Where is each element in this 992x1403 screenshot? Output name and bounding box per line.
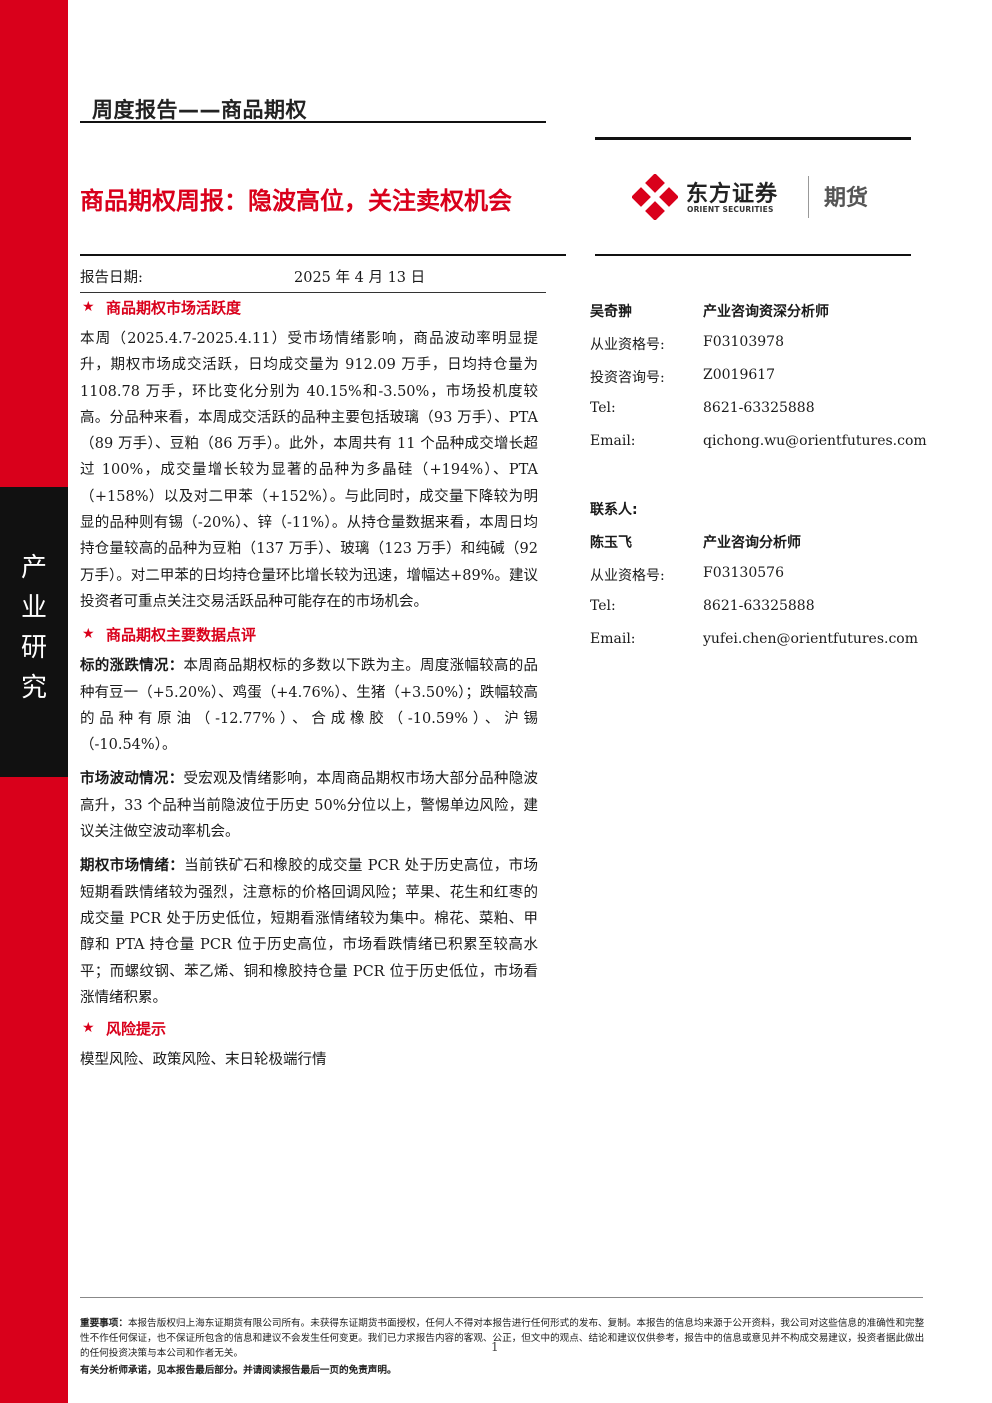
- disclaimer-label: 重要事项：: [80, 1318, 128, 1329]
- data-item-label: 标的涨跌情况：: [80, 658, 184, 675]
- data-item-text: 本周商品期权标的多数以下跌为主。周度涨幅较高的品种有豆一（+5.20%）、鸡蛋（…: [80, 658, 538, 754]
- report-date-label: 报告日期:: [80, 270, 143, 286]
- page-number: 1: [491, 1340, 499, 1354]
- section-heading-text: 商品期权市场活跃度: [106, 298, 242, 317]
- section-heading: ★ 商品期权主要数据点评: [80, 621, 538, 647]
- data-item-underlying: 标的涨跌情况：本周商品期权标的多数以下跌为主。周度涨幅较高的品种有豆一（+5.2…: [80, 653, 538, 758]
- footer-rule: [80, 1297, 923, 1298]
- sidebar-char: 研: [20, 633, 47, 663]
- info-label: 从业资格号:: [590, 568, 665, 584]
- report-date-value: 2025 年 4 月 13 日: [294, 270, 426, 286]
- info-label: Tel:: [590, 400, 616, 416]
- title-rule-left: [80, 254, 566, 256]
- info-label: 从业资格号:: [590, 337, 665, 353]
- sidebar-char: 业: [20, 593, 47, 623]
- analyst-note: 有关分析师承诺，见本报告最后部分。并请阅读报告最后一页的免责声明。: [80, 1365, 397, 1376]
- section-heading: ★ 商品期权市场活跃度: [80, 294, 538, 320]
- risk-paragraph: 模型风险、政策风险、末日轮极端行情: [80, 1052, 327, 1069]
- sidebar-black-block: [0, 487, 68, 777]
- company-logo: 东方证券 ORIENT SECURITIES 期货: [632, 172, 882, 222]
- info-label: 投资咨询号:: [590, 370, 665, 386]
- sidebar-char: 产: [20, 553, 47, 583]
- date-rule: [80, 292, 546, 293]
- main-content: ★ 商品期权市场活跃度 本周（2025.4.7-2025.4.11）受市场情绪影…: [80, 294, 538, 1073]
- disclaimer-text: 本报告版权归上海东证期货有限公司所有。未获得东证期货书面授权，任何人不得对本报告…: [80, 1318, 925, 1359]
- report-type: 周度报告——商品期权: [92, 98, 307, 122]
- data-item-sentiment: 期权市场情绪：当前铁矿石和橡胶的成交量 PCR 处于历史高位，市场短期看跌情绪较…: [80, 853, 538, 1011]
- data-item-text: 受宏观及情绪影响，本周商品期权市场大部分品种隐波高升，33 个品种当前隐波位于历…: [80, 771, 538, 841]
- header-rule-left: [80, 121, 546, 123]
- star-icon: ★: [82, 1020, 95, 1037]
- data-item-label: 期权市场情绪：: [80, 858, 185, 875]
- logo-divider: [808, 176, 809, 218]
- orient-securities-logo-icon: [632, 174, 678, 220]
- activity-paragraph: 本周（2025.4.7-2025.4.11）受市场情绪影响，商品波动率明显提升，…: [80, 331, 538, 610]
- data-item-volatility: 市场波动情况：受宏观及情绪影响，本周商品期权市场大部分品种隐波高升，33 个品种…: [80, 766, 538, 845]
- sidebar-char: 究: [20, 673, 47, 703]
- star-icon: ★: [82, 299, 95, 315]
- analyst-title: 产业咨询资深分析师: [703, 304, 829, 320]
- info-label: Email:: [590, 433, 636, 449]
- data-item-label: 市场波动情况：: [80, 771, 184, 788]
- title-rule-right: [595, 254, 911, 256]
- logo-futures-label: 期货: [824, 186, 869, 211]
- info-value: Z0019617: [703, 367, 776, 383]
- info-value: 8621-63325888: [703, 400, 815, 416]
- section-heading: ★ 风险提示: [80, 1015, 538, 1041]
- section-heading-text: 商品期权主要数据点评: [106, 625, 257, 644]
- sidebar-category-label: 产 业 研 究: [0, 548, 68, 708]
- info-value: F03130576: [703, 565, 784, 581]
- header-rule-right: [595, 137, 911, 140]
- info-label: Tel:: [590, 598, 616, 614]
- disclaimer: 重要事项：本报告版权归上海东证期货有限公司所有。未获得东证期货书面授权，任何人不…: [80, 1316, 926, 1361]
- contact-heading: 联系人:: [590, 502, 638, 518]
- contact-email[interactable]: yufei.chen@orientfutures.com: [703, 631, 919, 647]
- info-label: Email:: [590, 631, 636, 647]
- info-value: F03103978: [703, 334, 784, 350]
- page-title: 商品期权周报：隐波高位，关注卖权机会: [80, 187, 512, 215]
- data-item-text: 当前铁矿石和橡胶的成交量 PCR 处于历史高位，市场短期看跌情绪较为强烈，注意标…: [80, 858, 538, 1006]
- analyst-email[interactable]: qichong.wu@orientfutures.com: [703, 433, 927, 449]
- info-value: 8621-63325888: [703, 598, 815, 614]
- logo-english-name: ORIENT SECURITIES: [687, 205, 774, 214]
- contact-name: 陈玉飞: [590, 535, 632, 551]
- star-icon: ★: [82, 626, 95, 643]
- analyst-name: 吴奇翀: [590, 304, 632, 320]
- section-heading-text: 风险提示: [106, 1019, 167, 1038]
- logo-chinese-name: 东方证券: [686, 182, 779, 207]
- contact-title: 产业咨询分析师: [703, 535, 801, 551]
